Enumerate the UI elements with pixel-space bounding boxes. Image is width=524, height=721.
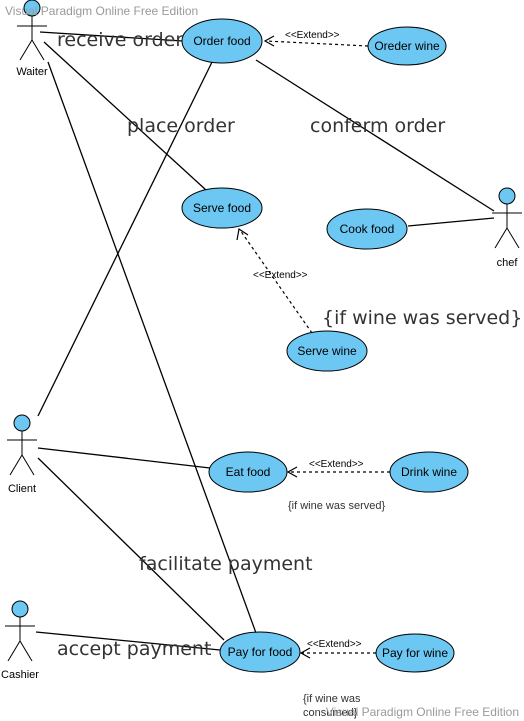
assoc-client-eat-food (37, 447, 211, 469)
note-if-wine-was-consumed-line1: {if wine was (303, 693, 361, 705)
actor-client[interactable]: Client (7, 414, 37, 495)
extend-label-eat-food: <<Extend>> (309, 459, 364, 470)
extend-arrowhead (286, 466, 298, 478)
extend-serve-wine-to-serve-food (239, 229, 313, 334)
extend-arrowhead (263, 35, 275, 47)
use-case-drink-wine[interactable]: Drink wine (389, 451, 469, 493)
use-case-order-food[interactable]: Order food (181, 18, 263, 64)
assoc-waiter-pay-for-food (47, 61, 257, 634)
use-case-label: Cook food (340, 222, 395, 236)
actor-head-icon (13, 414, 31, 432)
actor-head-icon (11, 600, 29, 618)
use-case-eat-food[interactable]: Eat food (208, 451, 288, 493)
label-if-wine-was-served: {if wine was served} (322, 307, 522, 329)
actor-label: Cashier (1, 669, 39, 681)
use-case-cook-food[interactable]: Cook food (326, 208, 408, 250)
extend-label-order-food: <<Extend>> (285, 30, 340, 41)
assoc-client-pay-for-food (37, 457, 225, 641)
use-case-label: Order food (193, 34, 250, 48)
assoc-cashier-pay-for-food (35, 631, 221, 651)
label-accept-payment: accept payment (57, 638, 211, 660)
use-case-label: Pay for food (228, 645, 293, 659)
assoc-order-food-chef (255, 59, 495, 212)
note-if-wine-was-served: {if wine was served} (288, 500, 386, 512)
extend-label-pay-for-food: <<Extend>> (307, 639, 362, 650)
assoc-client-order-food (37, 57, 215, 417)
label-conferm-order: conferm order (310, 115, 445, 137)
label-facilitate-payment: facilitate payment (139, 553, 313, 575)
use-case-label: Pay for wine (382, 646, 448, 660)
extend-label-serve-food: <<Extend>> (253, 270, 308, 281)
assoc-waiter-serve-food (43, 41, 207, 191)
actor-cashier[interactable]: Cashier (1, 600, 39, 681)
use-case-label: Serve food (193, 201, 251, 215)
use-case-serve-wine[interactable]: Serve wine (286, 330, 368, 372)
use-case-label: Drink wine (401, 465, 457, 479)
actor-chef[interactable]: chef (492, 187, 522, 269)
extend-arrowhead (299, 647, 311, 659)
watermark-top: Visual Paradigm Online Free Edition (5, 4, 198, 18)
watermark-bottom: Visual Paradigm Online Free Edition (326, 705, 519, 719)
use-case-pay-for-wine[interactable]: Pay for wine (375, 633, 455, 673)
use-case-pay-for-food[interactable]: Pay for food (219, 631, 301, 673)
use-case-serve-food[interactable]: Serve food (181, 187, 263, 229)
actor-label: chef (497, 257, 519, 269)
use-case-label: Eat food (226, 465, 271, 479)
actor-head-icon (498, 187, 516, 205)
assoc-waiter-order-food (39, 31, 184, 42)
actor-label: Waiter (16, 66, 48, 78)
actor-waiter[interactable]: Waiter (16, 0, 48, 78)
use-case-oreder-wine[interactable]: Oreder wine (367, 26, 447, 66)
use-case-label: Oreder wine (374, 39, 440, 53)
use-case-label: Serve wine (297, 344, 357, 358)
actor-label: Client (8, 483, 36, 495)
note-if-wine-was-consumed-line2: consumed} (303, 707, 358, 719)
label-place-order: place order (127, 115, 235, 137)
extend-arrowhead (236, 227, 249, 241)
assoc-cook-food-chef (407, 217, 495, 227)
extend-oreder-wine-to-order-food (265, 40, 369, 47)
label-receive-order: receive order (57, 29, 183, 51)
